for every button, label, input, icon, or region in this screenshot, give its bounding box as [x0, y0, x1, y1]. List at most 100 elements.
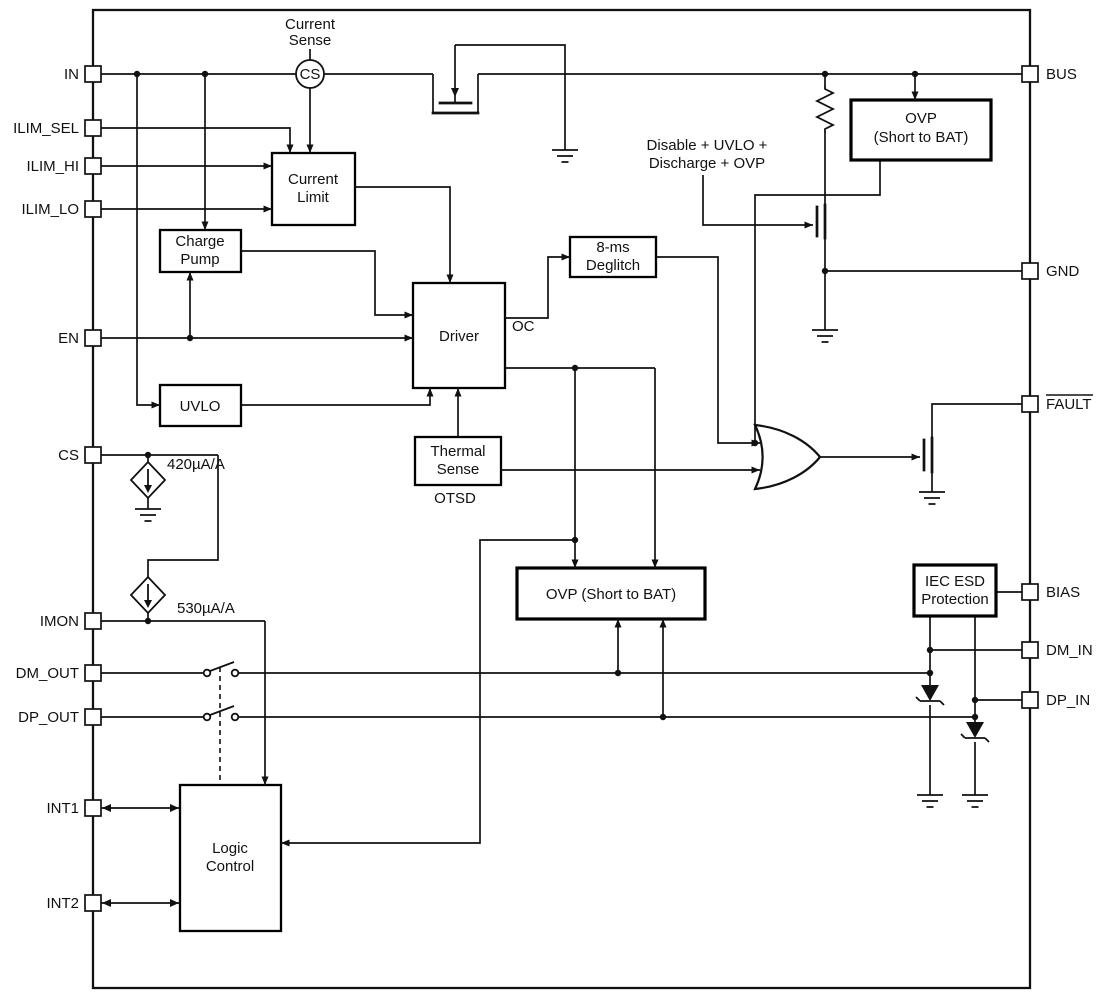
current-limit-label: Current [288, 171, 339, 188]
pin-en-label: EN [58, 330, 79, 347]
charge-pump-label: Pump [180, 251, 219, 268]
right-pins: BUS GND FAULT BIAS DM_IN DP_IN [1021, 65, 1093, 709]
wire-arrow [281, 539, 575, 847]
gain-420-label: 420µA/A [167, 456, 225, 473]
cs-bubble-label: CS [300, 66, 321, 83]
pin-dm-in: DM_IN [1021, 641, 1093, 659]
left-pins: IN ILIM_SEL ILIM_HI ILIM_LO EN CS IMON D… [13, 65, 102, 912]
pin-dp-out: DP_OUT [18, 708, 102, 726]
ground-icon [961, 794, 989, 808]
ground-icon [811, 329, 839, 343]
block-iec-esd [912, 563, 998, 618]
wire-arrow [101, 127, 294, 153]
ovp-top-label: OVP [905, 110, 937, 127]
pin-imon: IMON [40, 612, 102, 630]
block-charge-pump [158, 228, 243, 274]
pin-en: EN [58, 329, 102, 347]
ground-icon [551, 149, 579, 163]
current-sense-label: Current [285, 16, 336, 33]
signal-arrows [101, 74, 920, 847]
pin-bias: BIAS [1021, 583, 1080, 601]
pin-dm-out-label: DM_OUT [16, 665, 79, 682]
wire-arrow [656, 256, 760, 447]
pin-int1: INT1 [46, 799, 102, 817]
wire-arrow [241, 388, 434, 406]
pin-bus-label: BUS [1046, 66, 1077, 83]
dp-switch-icon [202, 705, 240, 722]
disable-note: Discharge + OVP [649, 155, 765, 172]
current-sense-label: Sense [289, 32, 332, 49]
pin-int2: INT2 [46, 894, 102, 912]
disable-note: Disable + UVLO + [647, 137, 768, 154]
pin-ilim-lo-label: ILIM_LO [21, 201, 79, 218]
gain-530-label: 530µA/A [177, 600, 235, 617]
fault-fet-icon [922, 436, 934, 474]
pin-ilim-hi-label: ILIM_HI [26, 158, 79, 175]
pin-dp-in-label: DP_IN [1046, 692, 1090, 709]
logic-control-label: Logic [212, 840, 248, 857]
dm-zener-diode-icon [915, 685, 945, 706]
ground-icon [916, 794, 944, 808]
pin-in: IN [64, 65, 102, 83]
oc-label: OC [512, 318, 535, 335]
ovp-top-label: (Short to BAT) [874, 129, 969, 146]
ground-icon [918, 491, 946, 505]
uvlo-label: UVLO [180, 398, 221, 415]
pin-fault: FAULT [1021, 394, 1093, 413]
wire-arrow [136, 74, 160, 409]
block-thermal-sense [413, 435, 503, 487]
junction-dots [133, 70, 979, 721]
logic-control-label: Control [206, 858, 254, 875]
pin-fault-label: FAULT [1046, 396, 1092, 413]
pin-ilim-sel-label: ILIM_SEL [13, 120, 79, 137]
pin-int2-label: INT2 [46, 895, 79, 912]
wire-arrow [505, 253, 570, 319]
resistor-icon [814, 85, 836, 133]
wire-arrow [355, 186, 454, 283]
pin-ilim-hi: ILIM_HI [26, 157, 102, 175]
gate-arrow-icon [451, 88, 459, 97]
wire-arrow [241, 250, 413, 319]
pin-dp-out-label: DP_OUT [18, 709, 79, 726]
wire-arrow [702, 175, 813, 229]
pin-ilim-lo: ILIM_LO [21, 200, 102, 218]
dp-zener-diode-icon [960, 722, 990, 743]
pin-dm-in-label: DM_IN [1046, 642, 1093, 659]
pin-gnd: GND [1021, 262, 1080, 280]
ground-icon [134, 508, 162, 522]
discharge-fet-icon [815, 203, 827, 240]
pass-fet-icon [431, 74, 480, 115]
driver-label: Driver [439, 328, 479, 345]
or-gate-icon [753, 423, 822, 491]
otsd-label: OTSD [434, 490, 476, 507]
pin-gnd-label: GND [1046, 263, 1080, 280]
thermal-sense-label: Sense [437, 461, 480, 478]
wires [101, 44, 1022, 904]
pin-cs: CS [58, 446, 102, 464]
current-source-420-icon [129, 460, 167, 500]
ovp-mid-label: OVP (Short to BAT) [546, 586, 676, 603]
pin-ilim-sel: ILIM_SEL [13, 119, 102, 137]
dm-switch-icon [202, 661, 240, 678]
wire [101, 44, 1022, 904]
block-ovp-mid [515, 566, 707, 621]
charge-pump-label: Charge [175, 233, 224, 250]
block-logic-control [178, 783, 283, 933]
pin-int1-label: INT1 [46, 800, 79, 817]
pin-bias-label: BIAS [1046, 584, 1080, 601]
iec-esd-label: Protection [921, 591, 989, 608]
block-current-limit [270, 151, 357, 227]
chip-outline [91, 8, 1032, 990]
iec-esd-label: IEC ESD [925, 573, 985, 590]
pin-bus: BUS [1021, 65, 1077, 83]
pin-imon-label: IMON [40, 613, 79, 630]
block-driver [411, 281, 507, 390]
pin-in-label: IN [64, 66, 79, 83]
current-limit-label: Limit [297, 189, 330, 206]
pin-dm-out: DM_OUT [16, 664, 102, 682]
deglitch-label: 8-ms [596, 239, 629, 256]
pin-dp-in: DP_IN [1021, 691, 1090, 709]
thermal-sense-label: Thermal [430, 443, 485, 460]
current-source-530-icon [129, 575, 167, 615]
